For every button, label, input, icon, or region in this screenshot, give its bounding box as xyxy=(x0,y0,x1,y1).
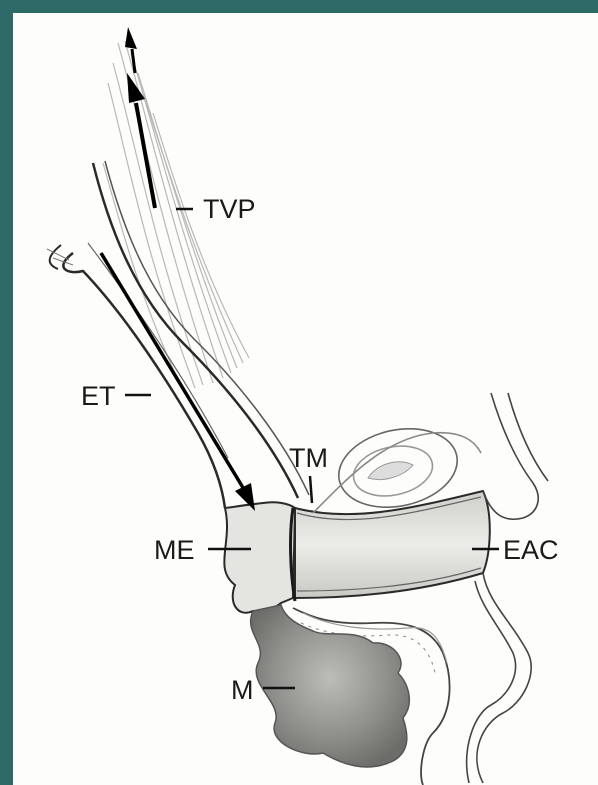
middle-ear-and-canal xyxy=(224,491,489,613)
label-tvp: TVP xyxy=(203,194,256,224)
label-me: ME xyxy=(154,535,195,565)
downward-flow-arrow xyxy=(101,253,255,511)
label-m: M xyxy=(231,675,254,705)
label-eac: EAC xyxy=(503,535,559,565)
ear-anatomy-diagram: TVP ET TM ME EAC M xyxy=(13,13,598,785)
diagram-panel: TVP ET TM ME EAC M xyxy=(13,13,598,785)
label-tm: TM xyxy=(289,443,328,473)
label-et: ET xyxy=(81,381,116,411)
